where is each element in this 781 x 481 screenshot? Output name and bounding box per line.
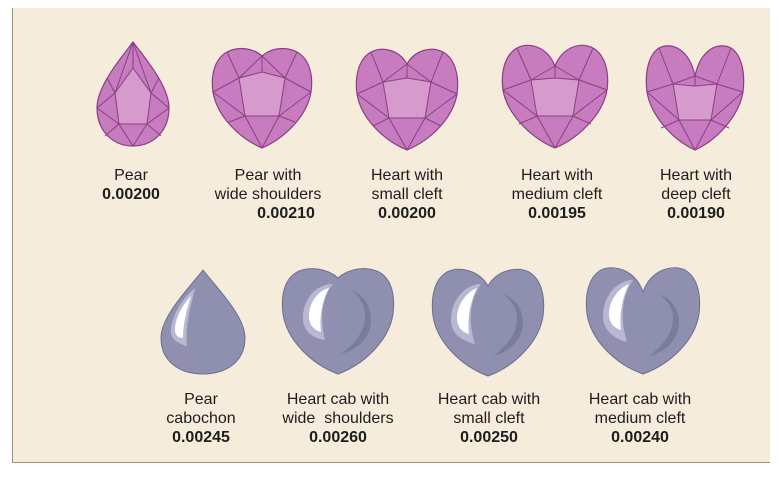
gem-heart-deep-cleft-faceted bbox=[643, 42, 747, 154]
caption-value: 0.00260 bbox=[282, 428, 393, 447]
faceted-caption-4: Heart with medium cleft 0.00195 bbox=[512, 166, 603, 223]
gem-pear-wide-shoulders-faceted bbox=[209, 42, 315, 152]
chart-panel: Pear 0.00200 Pear with wide shoulders 0.… bbox=[12, 8, 770, 463]
caption-value: 0.00200 bbox=[102, 185, 160, 204]
caption-line1: Heart with bbox=[371, 166, 443, 185]
gem-pear-cabochon bbox=[157, 266, 249, 378]
cabochon-caption-3: Heart cab with small cleft 0.00250 bbox=[438, 390, 540, 447]
caption-line1: Pear with bbox=[215, 166, 322, 185]
faceted-caption-3: Heart with small cleft 0.00200 bbox=[371, 166, 443, 223]
caption-line2: wide shoulders bbox=[215, 185, 322, 204]
caption-line1: Pear bbox=[166, 390, 235, 409]
faceted-caption-5: Heart with deep cleft 0.00190 bbox=[660, 166, 732, 223]
caption-line2: small cleft bbox=[371, 185, 443, 204]
caption-line2: small cleft bbox=[438, 409, 540, 428]
caption-value: 0.00195 bbox=[512, 204, 603, 223]
caption-line1: Heart cab with bbox=[282, 390, 393, 409]
caption-line1: Heart cab with bbox=[589, 390, 691, 409]
gem-heart-cab-wide-shoulders bbox=[279, 266, 397, 378]
faceted-caption-2: Pear with wide shoulders 0.00210 bbox=[215, 166, 322, 223]
faceted-caption-1: Pear 0.00200 bbox=[102, 166, 160, 204]
caption-value: 0.00240 bbox=[589, 428, 691, 447]
gem-heart-small-cleft-faceted bbox=[353, 44, 461, 154]
caption-line2: medium cleft bbox=[512, 185, 603, 204]
gem-heart-medium-cleft-faceted bbox=[499, 40, 611, 152]
caption-line2: cabochon bbox=[166, 409, 235, 428]
caption-value: 0.00210 bbox=[215, 204, 322, 223]
caption-line1: Heart with bbox=[660, 166, 732, 185]
caption-line2: deep cleft bbox=[660, 185, 732, 204]
cabochon-caption-2: Heart cab with wide shoulders 0.00260 bbox=[282, 390, 393, 447]
caption-line1: Heart cab with bbox=[438, 390, 540, 409]
caption-value: 0.00200 bbox=[371, 204, 443, 223]
caption-line1: Heart with bbox=[512, 166, 603, 185]
caption-value: 0.00190 bbox=[660, 204, 732, 223]
cabochon-caption-1: Pear cabochon 0.00245 bbox=[166, 390, 235, 447]
gem-heart-cab-medium-cleft bbox=[583, 264, 703, 378]
caption-value: 0.00245 bbox=[166, 428, 235, 447]
caption-line2: wide shoulders bbox=[282, 409, 393, 428]
caption-line1: Pear bbox=[102, 166, 160, 185]
caption-line2: medium cleft bbox=[589, 409, 691, 428]
gem-pear-faceted bbox=[93, 38, 173, 150]
gem-heart-cab-small-cleft bbox=[429, 266, 547, 380]
cabochon-caption-4: Heart cab with medium cleft 0.00240 bbox=[589, 390, 691, 447]
caption-value: 0.00250 bbox=[438, 428, 540, 447]
